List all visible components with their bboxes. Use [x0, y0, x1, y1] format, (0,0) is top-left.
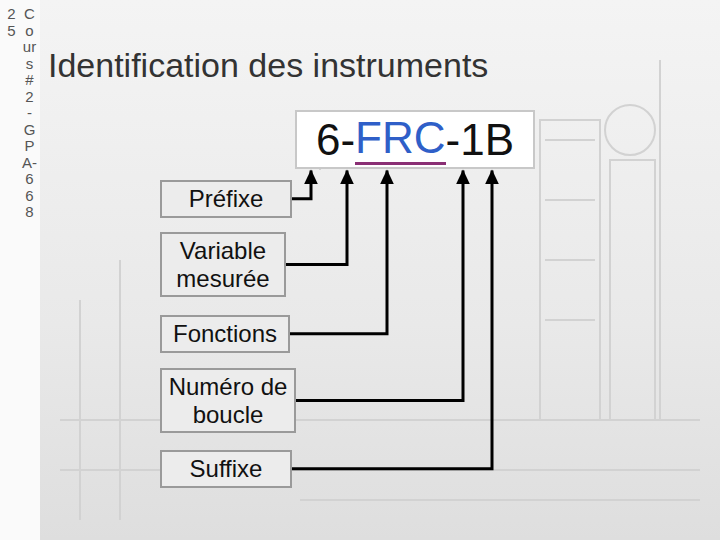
- pointer-arrow: [292, 170, 311, 198]
- variable-box: Variable mesurée: [160, 232, 286, 297]
- tag-part: 6-: [316, 116, 355, 164]
- pointer-arrow: [286, 170, 347, 264]
- slide-title: Identification des instruments: [48, 46, 488, 85]
- box-label: Préfixe: [168, 185, 284, 213]
- suffix-box: Suffixe: [160, 450, 292, 488]
- box-label: Suffixe: [168, 455, 284, 483]
- box-label: Variable mesurée: [168, 237, 278, 292]
- left-strip: [0, 0, 40, 540]
- pointer-arrow: [290, 170, 387, 333]
- function-box: Fonctions: [160, 315, 290, 353]
- loop-number-box: Numéro de boucle: [160, 368, 296, 433]
- course-label: Cours #2 - GPA-668: [22, 6, 37, 221]
- tag-part: -1B: [446, 116, 514, 164]
- tag-part: FRC: [355, 114, 445, 165]
- instrument-tag: 6-FRC-1B: [295, 110, 535, 169]
- prefix-box: Préfixe: [160, 180, 292, 218]
- plant-sketch: [60, 60, 700, 520]
- slide-number: 25: [4, 6, 19, 39]
- pointer-arrow: [296, 170, 463, 400]
- box-label: Fonctions: [168, 320, 282, 348]
- pointer-arrow: [292, 170, 492, 468]
- box-label: Numéro de boucle: [168, 373, 288, 428]
